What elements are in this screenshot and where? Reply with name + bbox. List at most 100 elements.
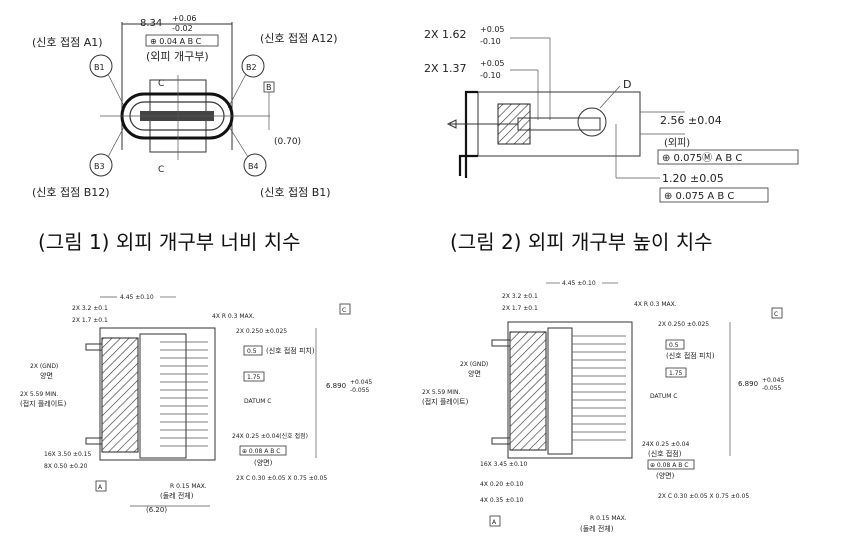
fig2-fcf2-box (659, 187, 769, 203)
fig1-label-a12: (신호 접점 A12) (260, 32, 338, 45)
fig1-label-b1: (신호 접점 B1) (260, 186, 331, 199)
svg-text:DATUM C: DATUM C (244, 398, 271, 405)
svg-text:+0.05: +0.05 (480, 59, 505, 68)
fig1-bubble-b3 (89, 153, 113, 177)
svg-text:2X 1.7 ±0.1: 2X 1.7 ±0.1 (72, 317, 108, 324)
svg-text:B: B (266, 83, 272, 92)
svg-text:24X 0.25 ±0.04: 24X 0.25 ±0.04 (642, 441, 689, 448)
svg-text:6.890: 6.890 (326, 382, 346, 390)
fig2-fcf2: ⊕ 0.075 A B C (664, 191, 734, 202)
svg-text:2X C 0.30 ±0.05 X 0.75 ±0.05: 2X C 0.30 ±0.05 X 0.75 ±0.05 (236, 475, 327, 482)
svg-text:16X 3.50 ±0.15: 16X 3.50 ±0.15 (44, 451, 91, 458)
svg-text:+0.045: +0.045 (762, 377, 784, 384)
figure-2-svg: 2X 1.62 +0.05 -0.10 2X 1.37 +0.05 -0.10 … (424, 25, 799, 203)
svg-text:(양면): (양면) (656, 471, 675, 480)
svg-text:양면: 양면 (40, 371, 53, 380)
figure-2-caption: (그림 2) 외피 개구부 높이 치수 (450, 230, 713, 254)
svg-text:A: A (492, 519, 497, 526)
svg-text:4.45 ±0.10: 4.45 ±0.10 (120, 294, 154, 301)
svg-text:양면: 양면 (468, 369, 481, 378)
svg-text:16X 3.45 ±0.10: 16X 3.45 ±0.10 (480, 461, 527, 468)
svg-text:(접지 플레이트): (접지 플레이트) (422, 397, 469, 406)
fig1-bubble-b4 (243, 153, 267, 177)
svg-text:(양면): (양면) (254, 458, 273, 467)
fig1-fcf: ⊕ 0.04 A B C (150, 37, 202, 46)
svg-text:0.5: 0.5 (247, 348, 257, 355)
svg-text:A: A (98, 484, 103, 491)
svg-text:-0.10: -0.10 (480, 71, 501, 80)
fig1-width-dim: 8.34 (140, 18, 162, 29)
svg-text:(신호 접점 피치): (신호 접점 피치) (666, 351, 715, 360)
fig4-body-outline (507, 321, 633, 459)
svg-text:8X 0.50 ±0.20: 8X 0.50 ±0.20 (44, 463, 88, 470)
figure-1-drawing: 8.34 +0.06 -0.02 ⊕ 0.04 A B C (외피 개구부) (… (0, 0, 420, 215)
svg-text:0.5: 0.5 (669, 342, 679, 349)
svg-text:R 0.15 MAX.: R 0.15 MAX. (590, 515, 627, 522)
svg-text:(6.20): (6.20) (146, 506, 167, 514)
fig3-hatched-block (101, 337, 139, 453)
fig1-ref-070: (0.70) (274, 137, 301, 147)
fig2-d2: 2X 1.37 (424, 62, 467, 75)
fig4-hatched-block (509, 331, 547, 451)
svg-text:R 0.15 MAX.: R 0.15 MAX. (170, 483, 207, 490)
figure-4-svg: 4.45 ±0.10 2X 3.2 ±0.1 2X 1.7 ±0.1 4X R … (422, 280, 784, 533)
svg-text:1.75: 1.75 (669, 370, 683, 377)
fig1-width-tol-plus: +0.06 (172, 14, 197, 23)
svg-text:(접지 플레이트): (접지 플레이트) (20, 399, 67, 408)
svg-text:DATUM C: DATUM C (650, 393, 677, 400)
svg-text:4.45 ±0.10: 4.45 ±0.10 (562, 280, 596, 287)
svg-text:1.75: 1.75 (247, 374, 261, 381)
fig2-h-note: (외피) (664, 137, 690, 149)
svg-text:B4: B4 (248, 162, 259, 171)
svg-text:C: C (342, 307, 346, 314)
svg-text:4X R 0.3 MAX.: 4X R 0.3 MAX. (212, 313, 255, 320)
fig2-detail-d: D (623, 78, 631, 91)
svg-text:2X C 0.30 ±0.05 X 0.75 ±0.05: 2X C 0.30 ±0.05 X 0.75 ±0.05 (658, 493, 749, 500)
fig2-h-dim: 2.56 ±0.04 (660, 114, 722, 127)
svg-text:⊕ 0.08 A B C: ⊕ 0.08 A B C (242, 448, 280, 455)
fig4-pins (572, 335, 626, 441)
figure-4-drawing: 4.45 ±0.10 2X 3.2 ±0.1 2X 1.7 ±0.1 4X R … (420, 270, 847, 539)
svg-text:6.890: 6.890 (738, 380, 758, 388)
svg-text:C: C (774, 311, 778, 318)
svg-text:2X (GND): 2X (GND) (460, 361, 488, 368)
svg-text:2X 5.59 MIN.: 2X 5.59 MIN. (422, 389, 461, 396)
svg-text:4X 0.35 ±0.10: 4X 0.35 ±0.10 (480, 497, 524, 504)
svg-text:B1: B1 (94, 63, 105, 72)
svg-text:(신호 접점): (신호 접점) (648, 449, 682, 458)
svg-text:4X 0.20 ±0.10: 4X 0.20 ±0.10 (480, 481, 524, 488)
svg-text:2X 0.250 ±0.025: 2X 0.250 ±0.025 (658, 321, 709, 328)
svg-text:(신호 접점 피치): (신호 접점 피치) (266, 346, 315, 355)
fig2-fcf1-box (657, 149, 799, 165)
figure-2-drawing: 2X 1.62 +0.05 -0.10 2X 1.37 +0.05 -0.10 … (420, 0, 847, 215)
fig3-body-outline (99, 327, 216, 461)
fig1-label-a1: (신호 접점 A1) (32, 36, 103, 49)
svg-text:C: C (158, 79, 164, 89)
svg-text:B3: B3 (94, 162, 105, 171)
fig1-bubble-b2 (241, 54, 265, 78)
svg-text:2X 0.250 ±0.025: 2X 0.250 ±0.025 (236, 328, 287, 335)
svg-text:C: C (158, 165, 164, 175)
svg-text:4X R 0.3 MAX.: 4X R 0.3 MAX. (634, 301, 677, 308)
svg-text:2X 1.7 ±0.1: 2X 1.7 ±0.1 (502, 305, 538, 312)
svg-text:+0.05: +0.05 (480, 25, 505, 34)
svg-text:24X 0.25 ±0.04(신호 접점): 24X 0.25 ±0.04(신호 접점) (232, 432, 308, 440)
svg-text:2X 3.2 ±0.1: 2X 3.2 ±0.1 (72, 305, 108, 312)
fig2-detail-circle (577, 107, 607, 137)
svg-text:2X 3.2 ±0.1: 2X 3.2 ±0.1 (502, 293, 538, 300)
svg-text:2X 5.59 MIN.: 2X 5.59 MIN. (20, 391, 59, 398)
svg-text:(둘레 전체): (둘레 전체) (160, 491, 194, 500)
fig1-width-tol-minus: -0.02 (172, 24, 193, 33)
fig3-pins (160, 341, 208, 447)
figure-3-svg: 4.45 ±0.10 2X 3.2 ±0.1 2X 1.7 ±0.1 4X R … (20, 294, 372, 514)
fig2-fcf1: ⊕ 0.075Ⓜ A B C (662, 152, 742, 164)
svg-text:-0.10: -0.10 (480, 37, 501, 46)
svg-text:(둘레 전체): (둘레 전체) (580, 524, 614, 533)
fig1-label-b12: (신호 접점 B12) (32, 186, 110, 199)
figure-1-svg: 8.34 +0.06 -0.02 ⊕ 0.04 A B C (외피 개구부) (… (32, 14, 338, 199)
svg-text:-0.055: -0.055 (762, 385, 782, 392)
fig2-d3: 1.20 ±0.05 (662, 172, 724, 185)
svg-text:B2: B2 (246, 63, 257, 72)
svg-text:+0.045: +0.045 (350, 379, 372, 386)
svg-text:⊕ 0.08 A B C: ⊕ 0.08 A B C (650, 462, 688, 469)
